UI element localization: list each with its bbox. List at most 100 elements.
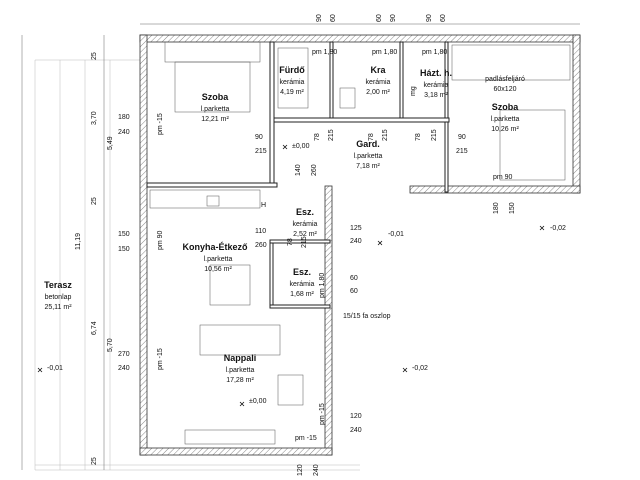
dim-szoba2-door-90: 90 (458, 134, 466, 141)
dim-left-6: 5,70 (107, 338, 114, 352)
svg-text:7,18 m²: 7,18 m² (356, 163, 380, 170)
svg-text:Szoba: Szoba (202, 92, 229, 102)
svg-text:10,26 m²: 10,26 m² (491, 126, 519, 133)
level-marker-left: -0,01 (37, 365, 63, 373)
room-hazt: Házt. h. kerámia 3,18 m² (420, 68, 452, 99)
pm-kra: pm 1,80 (372, 49, 397, 56)
dim-120-bottom: 120 (297, 464, 304, 476)
svg-text:l.parketta: l.parketta (354, 153, 383, 160)
svg-text:Esz.: Esz. (296, 207, 314, 217)
svg-text:-0,01: -0,01 (47, 365, 63, 372)
dim-left-3: 25 (91, 197, 98, 205)
dim-left-5: 6,74 (91, 321, 98, 335)
dim-150a: 150 (118, 231, 130, 238)
dim-top-5: 90 (426, 14, 433, 22)
dim-260b: 260 (255, 242, 267, 249)
top-dimensions: 90 60 60 90 90 60 (140, 14, 580, 25)
room-kra: Kra kerámia 2,00 m² (366, 65, 391, 96)
dim-240a: 240 (118, 129, 130, 136)
svg-text:17,28 m²: 17,28 m² (226, 377, 254, 384)
dim-240b: 240 (118, 365, 130, 372)
attic-hatch-size: 60x120 (494, 86, 517, 93)
svg-text:kerámia: kerámia (290, 281, 315, 288)
h-label: H (261, 202, 266, 209)
dim-125: 125 (350, 225, 362, 232)
svg-text:kerámia: kerámia (366, 79, 391, 86)
dim-left-7: 25 (91, 457, 98, 465)
dim-150b: 150 (118, 246, 130, 253)
svg-text:kerámia: kerámia (293, 221, 318, 228)
pm-konyha: pm 90 (157, 230, 164, 250)
svg-text:l.parketta: l.parketta (226, 367, 255, 374)
svg-text:Nappali: Nappali (224, 353, 257, 363)
svg-text:Házt. h.: Házt. h. (420, 68, 452, 78)
dim-260a: 260 (311, 164, 318, 176)
dim-top-4: 90 (390, 14, 397, 22)
room-terasz: Terasz betonlap 25,11 m² (44, 280, 72, 311)
svg-text:1,68 m²: 1,68 m² (290, 291, 314, 298)
dim-180b: 180 (493, 202, 500, 214)
pm-szoba2: pm 90 (493, 174, 513, 181)
pm-hazt: pm 1,80 (422, 49, 447, 56)
dim-78-c: 78 (415, 133, 422, 141)
svg-text:betonlap: betonlap (45, 294, 72, 301)
svg-text:2,52 m²: 2,52 m² (293, 231, 317, 238)
dim-szoba2-door-215: 215 (456, 148, 468, 155)
dim-270: 270 (118, 351, 130, 358)
svg-text:3,18 m²: 3,18 m² (424, 92, 448, 99)
dim-140: 140 (295, 164, 302, 176)
dim-szoba-door-215: 215 (255, 148, 267, 155)
room-gard: Gard. l.parketta 7,18 m² (354, 139, 383, 170)
svg-text:4,19 m²: 4,19 m² (280, 89, 304, 96)
pm-bottom-vertical: pm -15 (319, 403, 326, 425)
dim-top-3: 60 (376, 14, 383, 22)
room-furdo: Fürdő kerámia 4,19 m² (279, 65, 305, 96)
mg-label: mg (410, 86, 417, 96)
svg-text:-0,02: -0,02 (550, 225, 566, 232)
furniture (149, 41, 571, 445)
dim-left-inner-1: 5,49 (107, 136, 114, 150)
svg-text:10,56 m²: 10,56 m² (204, 266, 232, 273)
dim-215-a: 215 (328, 129, 335, 141)
svg-text:Terasz: Terasz (44, 280, 72, 290)
level-marker-mid: -0,01 (377, 231, 404, 246)
dim-78-a: 78 (314, 133, 321, 141)
dim-110: 110 (255, 228, 266, 235)
attic-hatch-label: padlásfeljáró (485, 76, 525, 83)
interior-walls (146, 41, 450, 309)
dim-left-1: 25 (91, 52, 98, 60)
column-label: 15/15 fa oszlop (343, 313, 391, 320)
svg-text:l.parketta: l.parketta (204, 256, 233, 263)
left-dimensions: 25 3,70 25 11,19 6,74 5,70 25 5,49 180 2… (21, 35, 130, 470)
dim-240c: 240 (350, 238, 362, 245)
room-esz-2: Esz. kerámia 1,68 m² (290, 267, 315, 298)
room-nappali: Nappali l.parketta 17,28 m² (224, 353, 257, 384)
svg-text:-0,01: -0,01 (388, 231, 404, 238)
dim-left-4: 11,19 (75, 233, 82, 250)
svg-text:l.parketta: l.parketta (201, 106, 230, 113)
dim-60a: 60 (350, 275, 358, 282)
room-konyha: Konyha-Étkező l.parketta 10,56 m² (182, 242, 248, 273)
svg-text:±0,00: ±0,00 (249, 398, 267, 405)
dim-78-esz: 78 (287, 238, 294, 246)
pm-furdo: pm 1,80 (312, 49, 337, 56)
pm-szoba: pm -15 (157, 113, 164, 135)
dim-240d: 240 (350, 427, 362, 434)
dim-150c: 150 (509, 202, 516, 214)
level-marker-bottom: -0,02 (402, 365, 428, 373)
pm-bottom-horizontal: pm -15 (295, 435, 317, 442)
dim-240-bottom: 240 (313, 464, 320, 476)
room-szoba-1: Szoba l.parketta 12,21 m² (201, 92, 230, 123)
level-marker-right: -0,02 (539, 225, 566, 232)
dim-top-6: 60 (440, 14, 447, 22)
room-szoba-2: Szoba l.parketta 10,26 m² (491, 102, 520, 133)
room-esz-1: Esz. kerámia 2,52 m² (293, 207, 318, 238)
svg-text:Esz.: Esz. (293, 267, 311, 277)
level-marker-living: ±0,00 (239, 398, 267, 407)
exterior-walls (139, 34, 581, 456)
level-marker-hall: ±0,00 (282, 143, 310, 150)
svg-text:kerámia: kerámia (424, 82, 449, 89)
dim-215-esz: 215 (301, 236, 308, 248)
